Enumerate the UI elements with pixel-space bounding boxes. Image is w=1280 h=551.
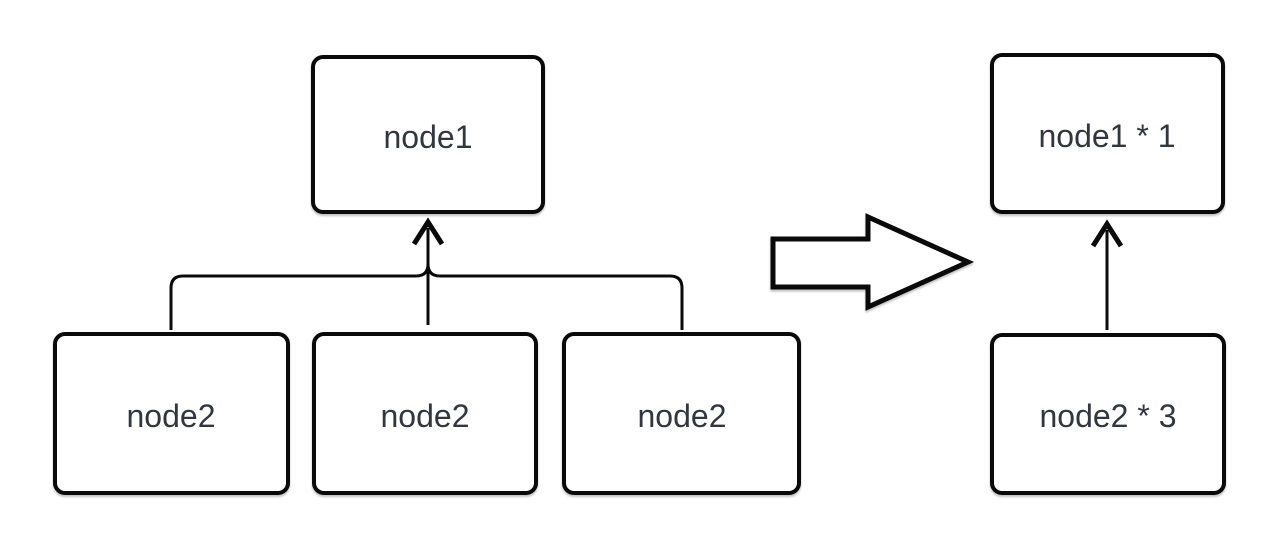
before-child-node-3	[562, 332, 801, 495]
after-child-node	[990, 333, 1226, 495]
before-child-node-2	[312, 332, 538, 495]
after-child-label: node2 * 3	[1039, 398, 1176, 434]
after-tree: node1 * 1 node2 * 3	[990, 53, 1226, 495]
before-tree: node1 node2 node2 node2	[53, 55, 801, 495]
before-child-label-2: node2	[381, 398, 470, 434]
after-parent-node	[990, 53, 1225, 214]
after-parent-label: node1 * 1	[1038, 118, 1175, 154]
before-child-node-1	[53, 332, 290, 495]
before-child-label-3: node2	[638, 398, 727, 434]
before-parent-label: node1	[384, 119, 473, 155]
fork-connector-right-branch	[426, 263, 684, 330]
before-parent-node	[311, 55, 545, 214]
up-arrowhead-icon	[411, 217, 445, 246]
transform-right-block-arrow-icon	[770, 213, 975, 311]
before-child-label-1: node2	[127, 398, 216, 434]
fork-connector-left-branch	[169, 263, 430, 330]
after-up-arrowhead-icon	[1090, 219, 1124, 248]
